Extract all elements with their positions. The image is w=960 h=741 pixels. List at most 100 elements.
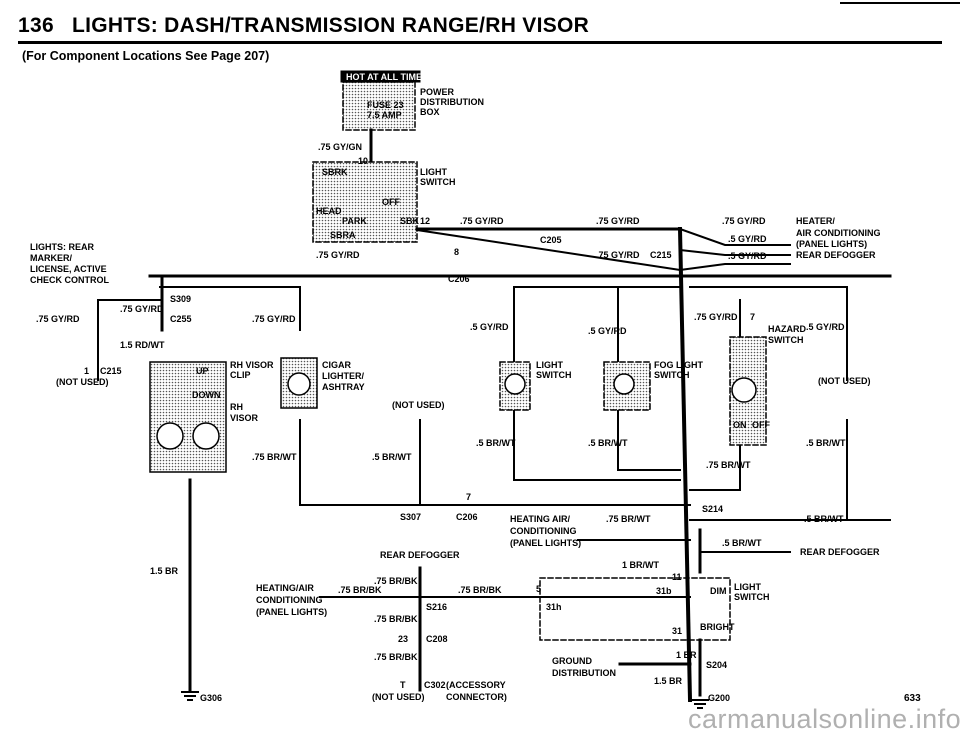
light-switch-low-2: SWITCH (734, 592, 770, 602)
wire-br-bk-d: .75 BR/BK (374, 614, 418, 624)
wire-15-br-right: 1.5 BR (654, 676, 683, 686)
c255-label: C255 (170, 314, 192, 324)
pin-23: 23 (398, 634, 408, 644)
ground-label: GROUND (552, 656, 592, 666)
wire-rd-wt: 1.5 RD/WT (120, 340, 165, 350)
top-edge-line (840, 2, 960, 4)
pin-12: 12 (420, 216, 430, 226)
pin-7-low: 7 (466, 492, 471, 502)
rear-defogger-mid: REAR DEFOGGER (380, 550, 460, 560)
wire-5-gy-rd-e: .5 GY/RD (806, 322, 845, 332)
wire-br-bk-c: .75 BR/BK (458, 585, 502, 595)
rh-visor-box (149, 361, 227, 473)
wire-gy-rd-c: .75 GY/RD (722, 216, 766, 226)
pin-11: 11 (672, 572, 682, 582)
c302-label: C302 (424, 680, 446, 690)
license-active-label: LICENSE, ACTIVE (30, 264, 107, 274)
marker-label: MARKER/ (30, 253, 72, 263)
s309-label: S309 (170, 294, 191, 304)
wire-br-bk-a: .75 BR/BK (374, 576, 418, 586)
pin-8: 8 (454, 247, 459, 257)
bulb-fog (613, 373, 635, 395)
connector-label: CONNECTOR) (446, 692, 507, 702)
c205-label: C205 (540, 235, 562, 245)
pin-5: 5 (536, 584, 541, 594)
watermark: carmanualsonline.info (688, 704, 960, 734)
on-label: ON (733, 420, 747, 430)
wire-br-bk-b: .75 BR/BK (338, 585, 382, 595)
bulb-visor-right (192, 422, 220, 450)
wire-1-br: 1 BR (676, 650, 697, 660)
wire-br-wt-b: .5 BR/WT (372, 452, 412, 462)
rear-defogger-low: REAR DEFOGGER (800, 547, 880, 557)
hot-tag-text: HOT AT ALL TIMES (346, 72, 428, 82)
off-hazard-label: OFF (752, 420, 770, 430)
wire-br-wt-g: .75 BR/WT (606, 514, 651, 524)
heating-air-label: HEATING AIR/ (510, 514, 570, 524)
conditioning-label: CONDITIONING (510, 526, 577, 536)
wire-15-br-left: 1.5 BR (150, 566, 179, 576)
up-label: UP (196, 366, 209, 376)
not-used-left: (NOT USED) (56, 377, 109, 387)
wire-br-wt-f: .5 BR/WT (806, 438, 846, 448)
pin-31: 31 (672, 626, 682, 636)
air-cond-label: AIR CONDITIONING (796, 228, 881, 238)
hazard-switch-label: SWITCH (768, 335, 804, 345)
wire-gy-gn: .75 GY/GN (318, 142, 362, 152)
wire-5-gy-rd-d: .5 GY/RD (588, 326, 627, 336)
not-used-mid: (NOT USED) (392, 400, 445, 410)
wire-1-br-wt: 1 BR/WT (622, 560, 660, 570)
title-rule (18, 41, 942, 44)
sbk-label: SBK (400, 216, 420, 226)
wire-br-wt-h: .5 BR/WT (804, 514, 844, 524)
park-label: PARK (342, 216, 367, 226)
bright-label: BRIGHT (700, 622, 735, 632)
box-label: BOX (420, 107, 440, 117)
page-number: 136 (18, 14, 54, 37)
wire-5-gy-rd-b: .5 GY/RD (728, 251, 767, 261)
accessory-label: (ACCESSORY (446, 680, 506, 690)
c208-label: C208 (426, 634, 448, 644)
visor-label: VISOR (230, 413, 259, 423)
sbra-label: SBRA (330, 230, 356, 240)
panel-lights-left: (PANEL LIGHTS) (256, 607, 327, 617)
down-label: DOWN (192, 390, 221, 400)
wire-gy-rd-g: .75 GY/RD (252, 314, 296, 324)
distribution-label: DISTRIBUTION (420, 97, 484, 107)
page-reference: 633 (904, 693, 921, 704)
power-label: POWER (420, 87, 455, 97)
g200-label: G200 (708, 693, 730, 703)
bulb-cigar (287, 372, 311, 396)
rh-visor-label: RH VISOR (230, 360, 274, 370)
g306-label: G306 (200, 693, 222, 703)
light-switch-label-2: SWITCH (420, 177, 456, 187)
not-used-right: (NOT USED) (818, 376, 871, 386)
wire-br-wt-a: .75 BR/WT (252, 452, 297, 462)
check-control-label: CHECK CONTROL (30, 275, 109, 285)
s216-label: S216 (426, 602, 447, 612)
wire-5-gy-rd-a: .5 GY/RD (728, 234, 767, 244)
fuse-amp-label: 7.5 AMP (367, 110, 402, 120)
light-switch-label-1: LIGHT (420, 167, 447, 177)
fuse-label: FUSE 23 (367, 100, 404, 110)
pin-7-top: 7 (750, 312, 755, 322)
bulb-light-switch (504, 373, 526, 395)
wire-gy-rd-d: .75 GY/RD (316, 250, 360, 260)
panel-lights-label: (PANEL LIGHTS) (796, 239, 867, 249)
c206-label: C206 (448, 274, 470, 284)
c215-label: C215 (100, 366, 122, 376)
light-label-lamp: LIGHT (536, 360, 563, 370)
distribution-low-label: DISTRIBUTION (552, 668, 616, 678)
pin-t: T (400, 680, 406, 690)
light-switch-box (312, 161, 418, 243)
lights-rear-label: LIGHTS: REAR (30, 242, 94, 252)
hazard-label: HAZARD (768, 324, 806, 334)
heater-label: HEATER/ (796, 216, 835, 226)
off-label: OFF (382, 197, 400, 207)
dim-switch-box (539, 577, 731, 641)
wire-br-bk-e: .75 BR/BK (374, 652, 418, 662)
wire-br-wt-d: .5 BR/WT (588, 438, 628, 448)
c206-low-label: C206 (456, 512, 478, 522)
rh-label: RH (230, 402, 243, 412)
